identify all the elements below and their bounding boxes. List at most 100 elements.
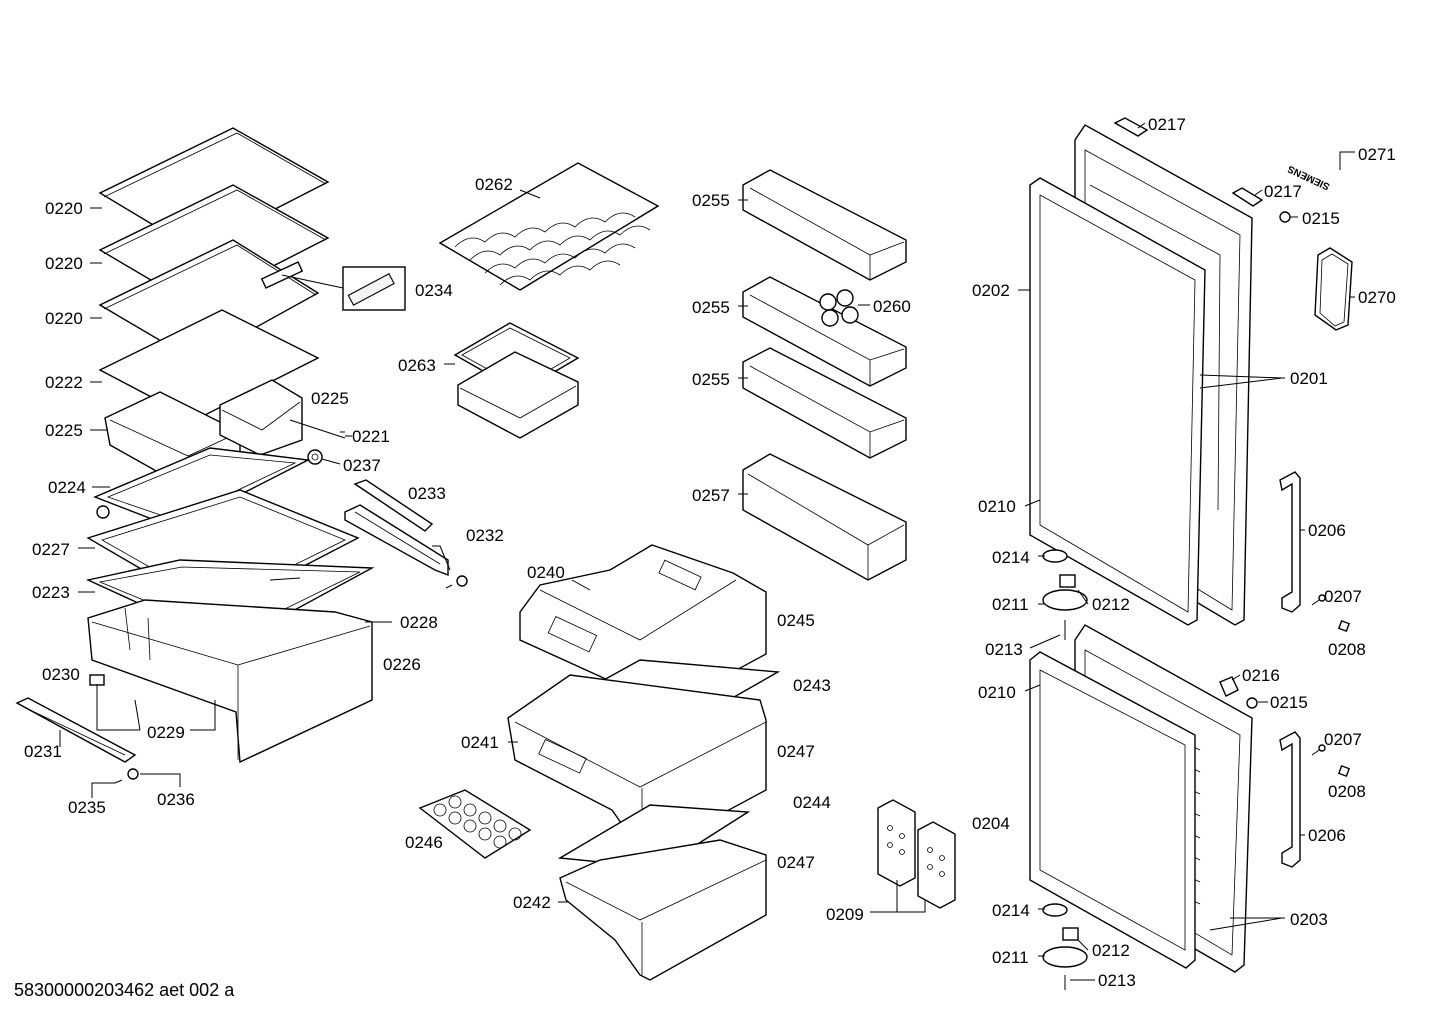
- label-0241: 0241: [461, 733, 499, 752]
- door-shelf-0257: [742, 453, 907, 581]
- label-0209: 0209: [826, 905, 864, 924]
- door-shelf-0255c: [742, 347, 907, 459]
- label-0203: 0203: [1290, 910, 1328, 929]
- egg-tray-0246: [418, 789, 532, 859]
- label-0225-b: 0225: [311, 389, 349, 408]
- label-0242: 0242: [513, 893, 551, 912]
- leader-lines-center-right: [738, 199, 926, 913]
- label-0236: 0236: [157, 790, 195, 809]
- label-0211-a: 0211: [992, 595, 1029, 614]
- label-0220-a: 0220: [45, 199, 83, 218]
- label-0207-a: 0207: [1324, 587, 1362, 606]
- crisper-cover-frame: [93, 447, 311, 529]
- label-0246: 0246: [405, 833, 443, 852]
- label-0204: 0204: [972, 814, 1010, 833]
- document-number: 58300000203462 aet 002 a: [14, 980, 235, 1000]
- label-0220-c: 0220: [45, 309, 83, 328]
- label-0231: 0231: [24, 742, 62, 761]
- label-0244: 0244: [793, 793, 831, 812]
- hinge-upper: [1042, 549, 1088, 640]
- label-0210-a: 0210: [978, 497, 1016, 516]
- handle-0206b: [1279, 731, 1301, 868]
- label-0206-b: 0206: [1308, 826, 1346, 845]
- label-0215-b: 0215: [1270, 693, 1308, 712]
- cold-pack-b: [917, 821, 956, 909]
- crisper-drawer: [87, 599, 373, 764]
- label-0226: 0226: [383, 655, 421, 674]
- label-0255-c: 0255: [692, 370, 730, 389]
- label-0257: 0257: [692, 486, 730, 505]
- cap-0216: [1219, 676, 1239, 697]
- leader-lines-right: [1018, 122, 1355, 981]
- hinge-lower: [1042, 903, 1088, 990]
- label-0243: 0243: [793, 676, 831, 695]
- screw-0235: [114, 779, 123, 784]
- handle-0206a: [1279, 471, 1301, 613]
- door-shelf-0255b: [742, 276, 907, 387]
- label-0222: 0222: [45, 373, 83, 392]
- label-0224: 0224: [48, 478, 86, 497]
- label-0201: 0201: [1290, 369, 1328, 388]
- egg-holder-0260: [819, 289, 859, 327]
- label-0240: 0240: [527, 563, 565, 582]
- roller-0236: [127, 768, 139, 780]
- shelf-rail: [289, 419, 346, 439]
- cold-pack-a: [877, 799, 916, 887]
- label-0260: 0260: [873, 297, 911, 316]
- bottle-rack-0262: [438, 162, 660, 291]
- label-0229: 0229: [147, 723, 185, 742]
- label-0233: 0233: [408, 484, 446, 503]
- roller-0237: [307, 449, 323, 465]
- label-0223: 0223: [32, 583, 70, 602]
- label-0234: 0234: [415, 281, 453, 300]
- label-0235: 0235: [68, 798, 106, 817]
- label-0202: 0202: [972, 281, 1010, 300]
- display-module-0270: [1314, 247, 1353, 331]
- trim-detail-box: [342, 266, 406, 311]
- label-0228: 0228: [400, 613, 438, 632]
- label-0212-b: 0212: [1092, 941, 1130, 960]
- label-0221: 0221: [352, 427, 390, 446]
- label-0232: 0232: [466, 526, 504, 545]
- label-0263: 0263: [398, 356, 436, 375]
- label-0215-a: 0215: [1302, 209, 1340, 228]
- screw-0207a: [1311, 594, 1326, 606]
- label-0245: 0245: [777, 611, 815, 630]
- label-0208-b: 0208: [1328, 782, 1366, 801]
- plug-0215b: [1246, 697, 1258, 709]
- screw-roller-0232: [445, 575, 468, 589]
- cap-0217b: [1231, 187, 1264, 207]
- label-0213-b: 0213: [1098, 971, 1136, 990]
- label-0206-a: 0206: [1308, 521, 1346, 540]
- label-0227: 0227: [32, 540, 70, 559]
- label-0247-a: 0247: [777, 742, 815, 761]
- leader-lines-center-left: [444, 189, 591, 903]
- leader-lines-left: [59, 207, 451, 798]
- freezer-drawer-0242: [559, 839, 767, 981]
- label-0216: 0216: [1242, 666, 1280, 685]
- door-shelf-0255a: [742, 169, 907, 281]
- drawer-guide-0233: [353, 479, 434, 532]
- cover-0208b: [1337, 764, 1351, 778]
- ice-tray-0263: [453, 322, 580, 439]
- label-0214-a: 0214: [992, 548, 1030, 567]
- label-0211-b: 0211: [992, 948, 1029, 967]
- cover-0208a: [1337, 619, 1351, 633]
- freezer-gasket-0204: [1029, 651, 1196, 969]
- label-0271: 0271: [1358, 145, 1396, 164]
- plug-0215a: [1279, 211, 1291, 223]
- label-0217-b: 0217: [1264, 182, 1302, 201]
- label-0247-b: 0247: [777, 853, 815, 872]
- part-labels: 0220 0220 0220 0222 0225 0225 0221 0237 …: [24, 115, 1396, 990]
- runner-0231: [15, 697, 137, 763]
- label-0213-a: 0213: [985, 640, 1023, 659]
- label-0255-b: 0255: [692, 298, 730, 317]
- label-0217-a: 0217: [1148, 115, 1186, 134]
- clip-0230: [89, 674, 105, 686]
- label-0220-b: 0220: [45, 254, 83, 273]
- label-0262: 0262: [475, 175, 513, 194]
- drawer-runner-0232: [344, 504, 449, 577]
- label-0210-b: 0210: [978, 683, 1016, 702]
- cap-0217a: [1113, 117, 1149, 137]
- label-0237: 0237: [343, 456, 381, 475]
